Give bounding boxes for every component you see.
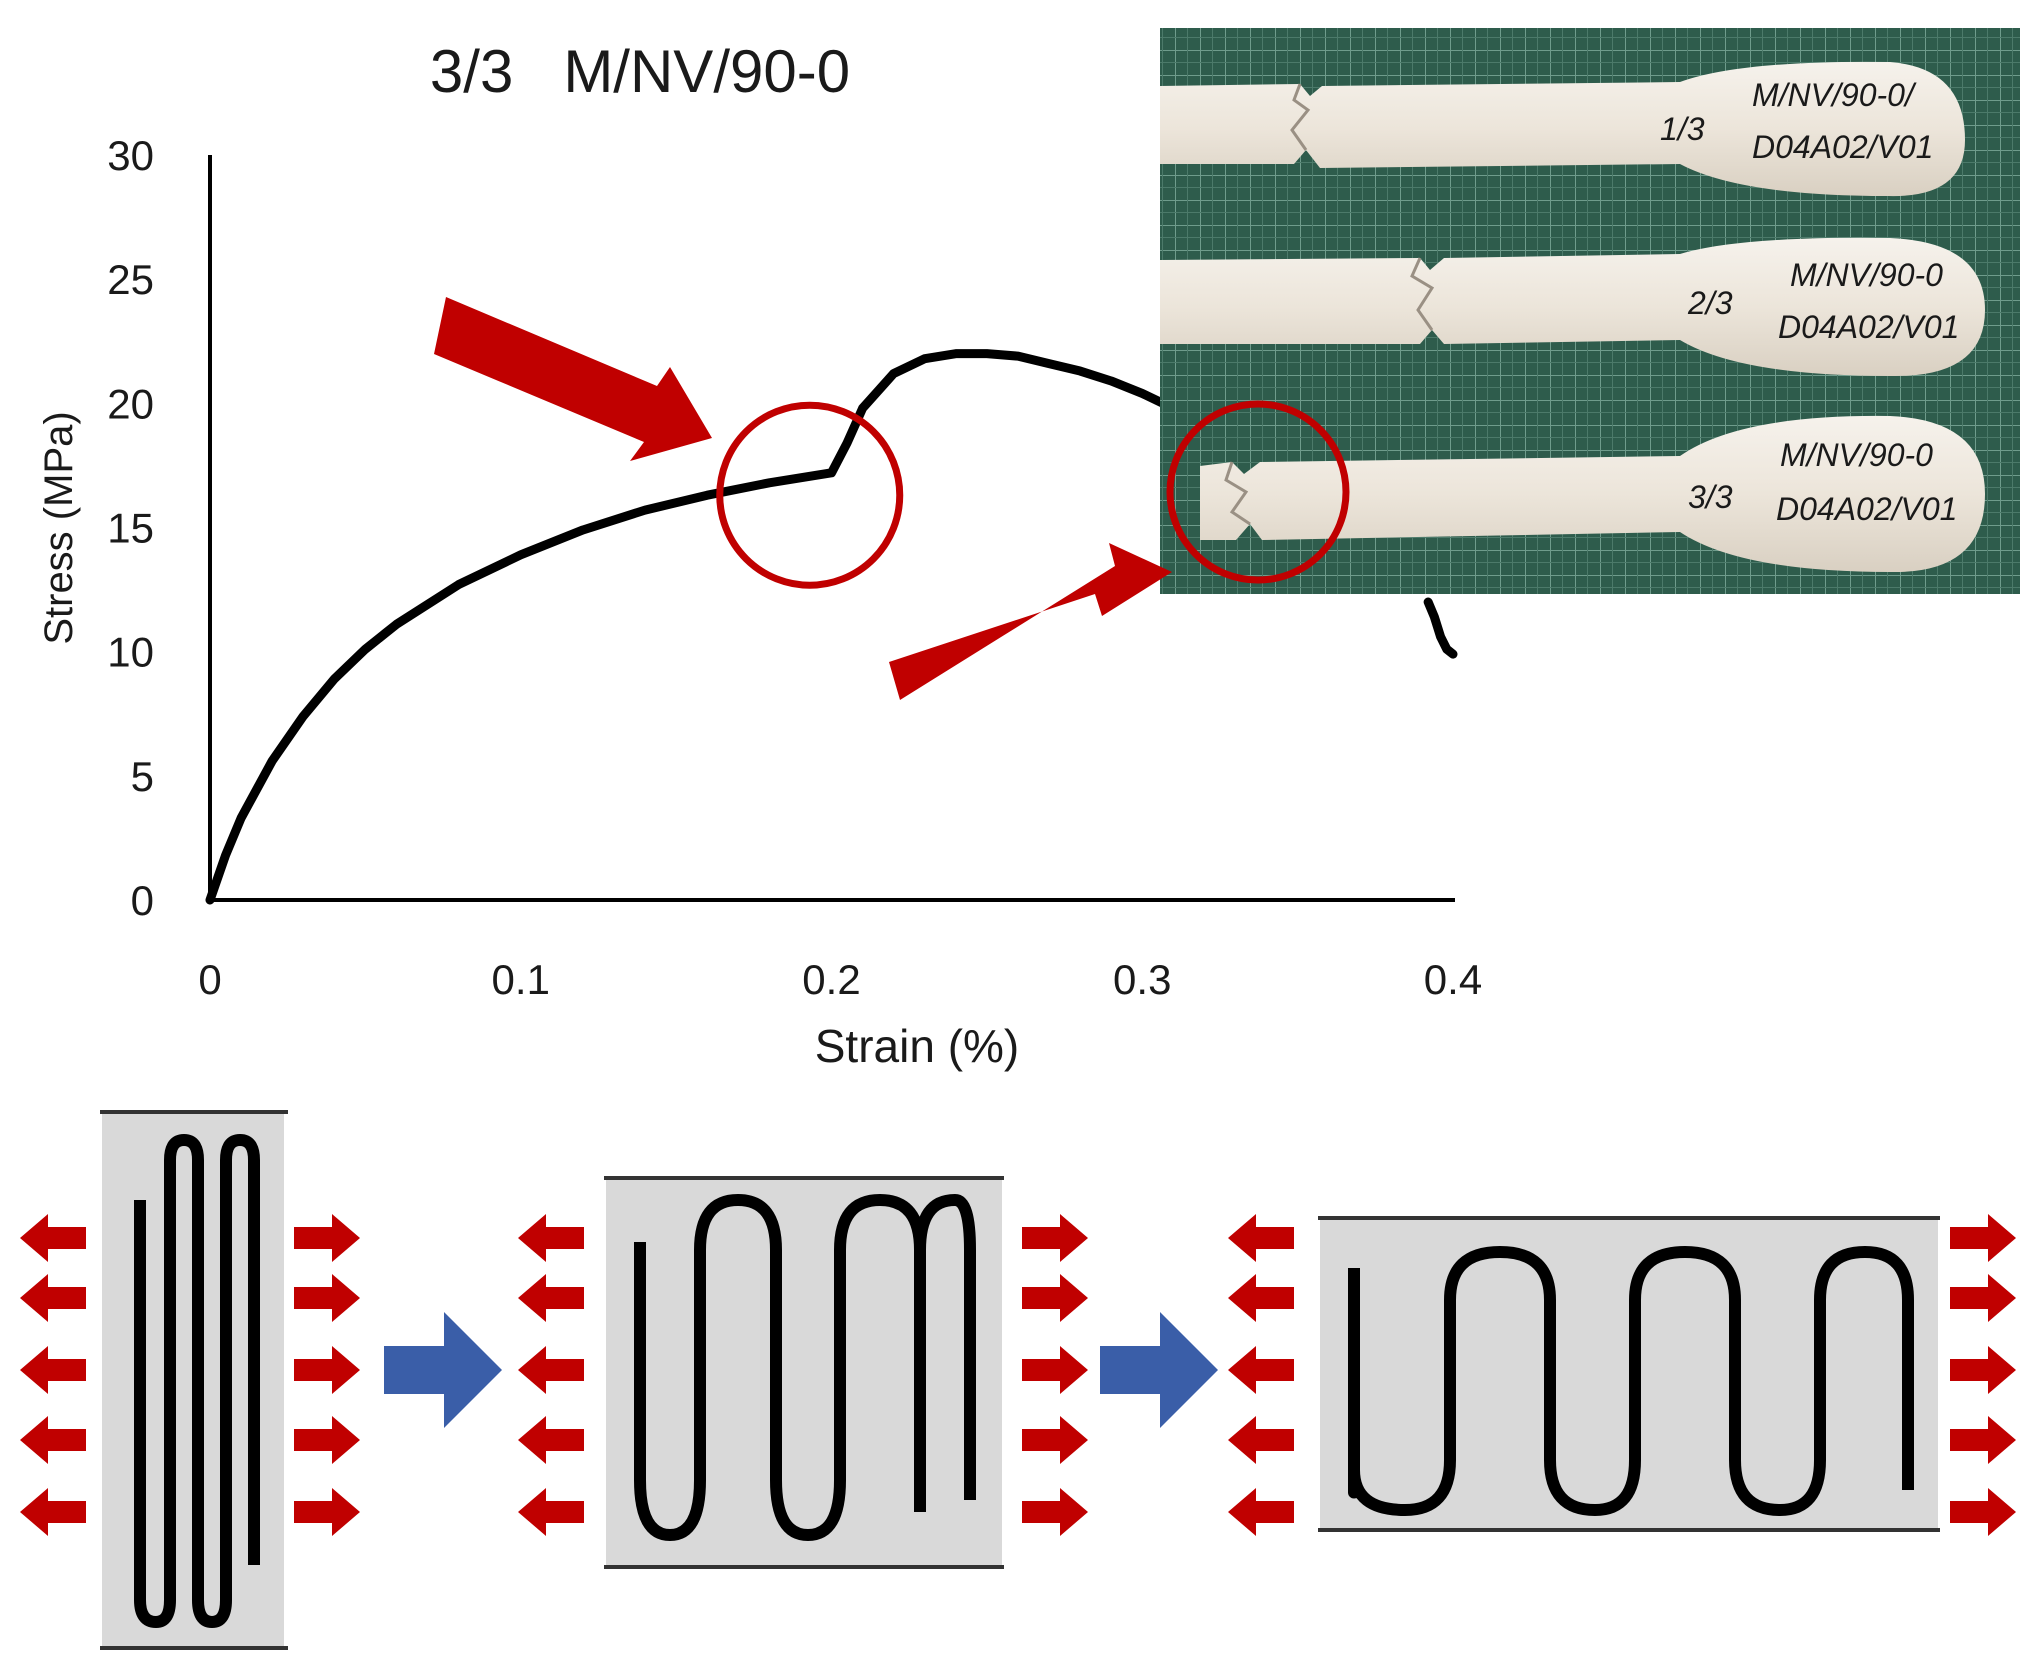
force-arrow-29 xyxy=(1950,1488,2016,1536)
process-arrow-1 xyxy=(384,1312,502,1428)
force-arrow-3 xyxy=(20,1416,86,1464)
force-arrow-0 xyxy=(20,1214,86,1262)
specimen-2-label: 2/3 xyxy=(1687,285,1733,321)
y-axis-label: Stress (MPa) xyxy=(37,411,81,644)
force-arrow-7 xyxy=(518,1346,584,1394)
annotation-arrow-2 xyxy=(889,543,1172,700)
panel-partially-unfolded xyxy=(604,1176,1004,1569)
series-curve-tail xyxy=(1423,597,1458,659)
specimen-3: 3/3 M/NV/90-0 D04A02/V01 xyxy=(1200,415,1985,573)
specimen-photo: 1/3 M/NV/90-0/ D04A02/V01 2/3 M/NV/90-0 … xyxy=(889,28,2020,700)
chart-title: 3/3 M/NV/90-0 xyxy=(430,38,850,105)
force-arrow-23 xyxy=(1022,1416,1088,1464)
specimen-1-code-2: D04A02/V01 xyxy=(1752,129,1933,165)
unfolding-diagram xyxy=(20,1110,2016,1650)
force-arrow-6 xyxy=(518,1274,584,1322)
specimen-2-code-2: D04A02/V01 xyxy=(1778,309,1959,345)
specimen-1-label: 1/3 xyxy=(1660,111,1705,147)
y-tick-label-3: 15 xyxy=(107,505,154,552)
force-arrow-18 xyxy=(294,1416,360,1464)
force-arrow-16 xyxy=(294,1274,360,1322)
process-arrow-2 xyxy=(1100,1312,1218,1428)
force-arrow-10 xyxy=(1228,1214,1294,1262)
y-tick-label-0: 0 xyxy=(131,877,154,924)
y-tick-label-4: 20 xyxy=(107,380,154,427)
specimen-3-code-1: M/NV/90-0 xyxy=(1780,437,1933,473)
specimen-3-code-2: D04A02/V01 xyxy=(1776,491,1957,527)
force-arrow-25 xyxy=(1950,1214,2016,1262)
specimen-1: 1/3 M/NV/90-0/ D04A02/V01 xyxy=(1160,61,1965,197)
specimen-1-code-1: M/NV/90-0/ xyxy=(1752,77,1917,113)
specimen-2: 2/3 M/NV/90-0 D04A02/V01 xyxy=(1160,237,1985,377)
force-arrow-20 xyxy=(1022,1214,1088,1262)
x-tick-label-2: 0.2 xyxy=(802,956,860,1003)
y-tick-label-2: 10 xyxy=(107,629,154,676)
y-tick-label-5: 25 xyxy=(107,256,154,303)
force-arrow-27 xyxy=(1950,1346,2016,1394)
y-tick-label-1: 5 xyxy=(131,753,154,800)
force-arrow-17 xyxy=(294,1346,360,1394)
x-tick-label-0: 0 xyxy=(198,956,221,1003)
annotation-arrow-1 xyxy=(434,297,712,461)
x-tick-labels: 0 0.1 0.2 0.3 0.4 xyxy=(198,956,1482,1003)
force-arrow-22 xyxy=(1022,1346,1088,1394)
stress-strain-chart: 3/3 M/NV/90-0 0 5 10 15 20 25 30 0 0.1 0.2 0.3 0.4… xyxy=(37,38,1482,1072)
force-arrow-24 xyxy=(1022,1488,1088,1536)
specimen-3-label: 3/3 xyxy=(1688,479,1733,515)
annotation-circle-fracture xyxy=(1166,400,1350,584)
force-arrow-28 xyxy=(1950,1416,2016,1464)
panel-compact xyxy=(100,1110,288,1650)
force-arrow-9 xyxy=(518,1488,584,1536)
x-axis-label: Strain (%) xyxy=(815,1020,1019,1072)
panel-fully-unfolded xyxy=(1318,1216,1940,1532)
force-arrow-5 xyxy=(518,1214,584,1262)
force-arrow-1 xyxy=(20,1274,86,1322)
force-arrow-13 xyxy=(1228,1416,1294,1464)
force-arrow-26 xyxy=(1950,1274,2016,1322)
specimen-2-code-1: M/NV/90-0 xyxy=(1790,257,1943,293)
force-arrow-2 xyxy=(20,1346,86,1394)
series-curve xyxy=(205,349,1178,905)
force-arrow-14 xyxy=(1228,1488,1294,1536)
force-arrow-11 xyxy=(1228,1274,1294,1322)
force-arrow-8 xyxy=(518,1416,584,1464)
force-arrow-4 xyxy=(20,1488,86,1536)
force-arrow-12 xyxy=(1228,1346,1294,1394)
x-tick-label-4: 0.4 xyxy=(1424,956,1482,1003)
force-arrow-15 xyxy=(294,1214,360,1262)
y-tick-label-6: 30 xyxy=(107,132,154,179)
x-tick-label-3: 0.3 xyxy=(1113,956,1171,1003)
y-tick-labels: 0 5 10 15 20 25 30 xyxy=(107,132,154,924)
force-arrow-21 xyxy=(1022,1274,1088,1322)
force-arrows xyxy=(20,1214,2016,1536)
x-tick-label-1: 0.1 xyxy=(492,956,550,1003)
force-arrow-19 xyxy=(294,1488,360,1536)
annotation-circle-kink xyxy=(716,401,904,589)
